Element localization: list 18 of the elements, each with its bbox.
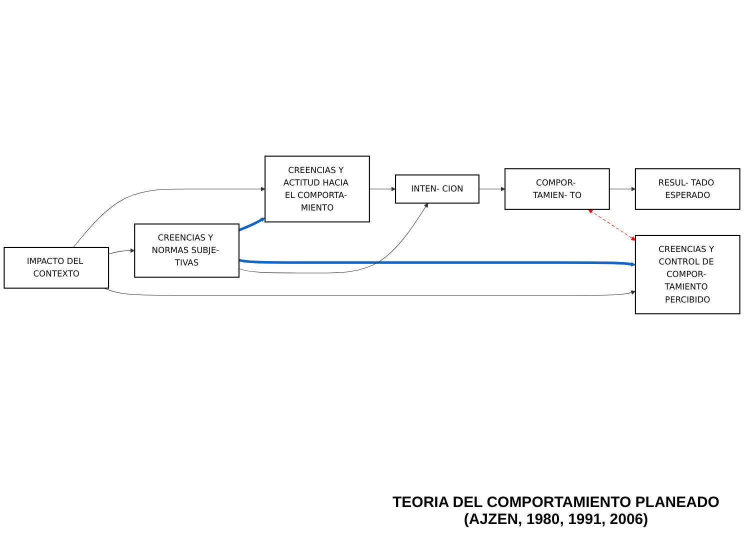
diagram-caption: TEORIA DEL COMPORTAMIENTO PLANEADO (AJZEN, 1980, 1991, 2006) <box>392 494 720 528</box>
arrow <box>108 248 135 254</box>
arrow <box>478 186 506 192</box>
arrow <box>238 202 428 274</box>
arrow <box>104 288 636 296</box>
arrow <box>238 258 636 267</box>
node-box: CREENCIAS Y ACTITUD HACIA EL COMPORTA- MIENTO <box>264 156 370 222</box>
node-box: COMPOR- TAMIEN- TO <box>504 168 610 210</box>
node-box: CREENCIAS Y NORMAS SUBJE- TIVAS <box>134 224 240 278</box>
arrow <box>238 218 266 232</box>
arrow <box>588 209 636 241</box>
node-box: CREENCIAS Y CONTROL DE COMPOR- TAMIENTO PERCIBIDO <box>634 235 740 314</box>
arrow <box>369 186 396 192</box>
node-box: INTEN- CION <box>395 174 480 204</box>
arrow <box>609 186 636 192</box>
arrow <box>72 186 266 248</box>
node-box: RESUL- TADO ESPERADO <box>634 168 740 210</box>
node-box: IMPACTO DEL CONTEXTO <box>4 247 110 289</box>
